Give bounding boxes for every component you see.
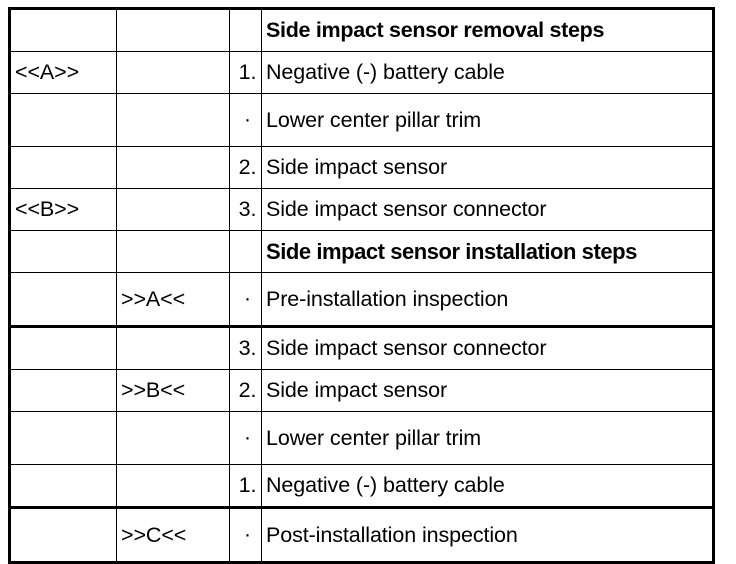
table-row: >>A<<·Pre-installation inspection: [9, 272, 714, 328]
procedure-sheet: Side impact sensor removal steps<<A>>1.N…: [8, 7, 715, 564]
step-number-cell: 1.: [229, 464, 262, 509]
step-description-cell: Lower center pillar trim: [261, 411, 714, 465]
installation-marker-cell: >>B<<: [116, 369, 230, 412]
empty-cell: [9, 411, 117, 465]
installation-marker-cell: >>C<<: [116, 507, 230, 563]
table-row: ·Lower center pillar trim: [9, 93, 714, 147]
empty-cell: [9, 272, 117, 328]
step-bullet-cell: ·: [229, 272, 262, 328]
table-row: 3.Side impact sensor connector: [9, 326, 714, 370]
step-bullet-cell: ·: [229, 411, 262, 465]
table-row: >>B<<2.Side impact sensor: [9, 369, 714, 412]
step-description-cell: Side impact sensor connector: [261, 188, 714, 231]
step-number-cell: 1.: [229, 51, 262, 94]
empty-cell: [116, 326, 230, 370]
empty-cell: [9, 507, 117, 563]
empty-cell: [9, 369, 117, 412]
empty-cell: [229, 230, 262, 273]
table-row: 1.Negative (-) battery cable: [9, 464, 714, 509]
step-description-cell: Negative (-) battery cable: [261, 51, 714, 94]
empty-cell: [116, 188, 230, 231]
empty-cell: [9, 93, 117, 147]
empty-cell: [9, 8, 117, 52]
removal-marker-cell: <<A>>: [9, 51, 117, 94]
empty-cell: [116, 8, 230, 52]
table-row: 2.Side impact sensor: [9, 146, 714, 189]
step-number-cell: 2.: [229, 146, 262, 189]
step-description-cell: Pre-installation inspection: [261, 272, 714, 328]
removal-marker-cell: <<B>>: [9, 188, 117, 231]
step-description-cell: Lower center pillar trim: [261, 93, 714, 147]
table-row: Side impact sensor removal steps: [9, 8, 714, 52]
empty-cell: [116, 51, 230, 94]
table-row: <<B>> 3.Side impact sensor connector: [9, 188, 714, 231]
empty-cell: [116, 146, 230, 189]
section-heading-cell: Side impact sensor removal steps: [261, 8, 714, 52]
step-bullet-cell: ·: [229, 507, 262, 563]
section-heading-cell: Side impact sensor installation steps: [261, 230, 714, 273]
step-number-cell: 2.: [229, 369, 262, 412]
empty-cell: [9, 146, 117, 189]
empty-cell: [116, 93, 230, 147]
step-description-cell: Side impact sensor connector: [261, 326, 714, 370]
step-number-cell: 3.: [229, 188, 262, 231]
step-bullet-cell: ·: [229, 93, 262, 147]
empty-cell: [116, 464, 230, 509]
empty-cell: [116, 411, 230, 465]
table-row: >>C<<·Post-installation inspection: [9, 507, 714, 563]
empty-cell: [9, 230, 117, 273]
table-row: <<A>> 1.Negative (-) battery cable: [9, 51, 714, 94]
empty-cell: [9, 326, 117, 370]
table-body: Side impact sensor removal steps<<A>>1.N…: [9, 8, 714, 563]
step-number-cell: 3.: [229, 326, 262, 370]
empty-cell: [9, 464, 117, 509]
empty-cell: [229, 8, 262, 52]
empty-cell: [116, 230, 230, 273]
side-impact-sensor-procedure-table: Side impact sensor removal steps<<A>>1.N…: [8, 7, 715, 564]
table-row: Side impact sensor installation steps: [9, 230, 714, 273]
step-description-cell: Side impact sensor: [261, 146, 714, 189]
step-description-cell: Side impact sensor: [261, 369, 714, 412]
step-description-cell: Negative (-) battery cable: [261, 464, 714, 509]
installation-marker-cell: >>A<<: [116, 272, 230, 328]
step-description-cell: Post-installation inspection: [261, 507, 714, 563]
table-row: ·Lower center pillar trim: [9, 411, 714, 465]
